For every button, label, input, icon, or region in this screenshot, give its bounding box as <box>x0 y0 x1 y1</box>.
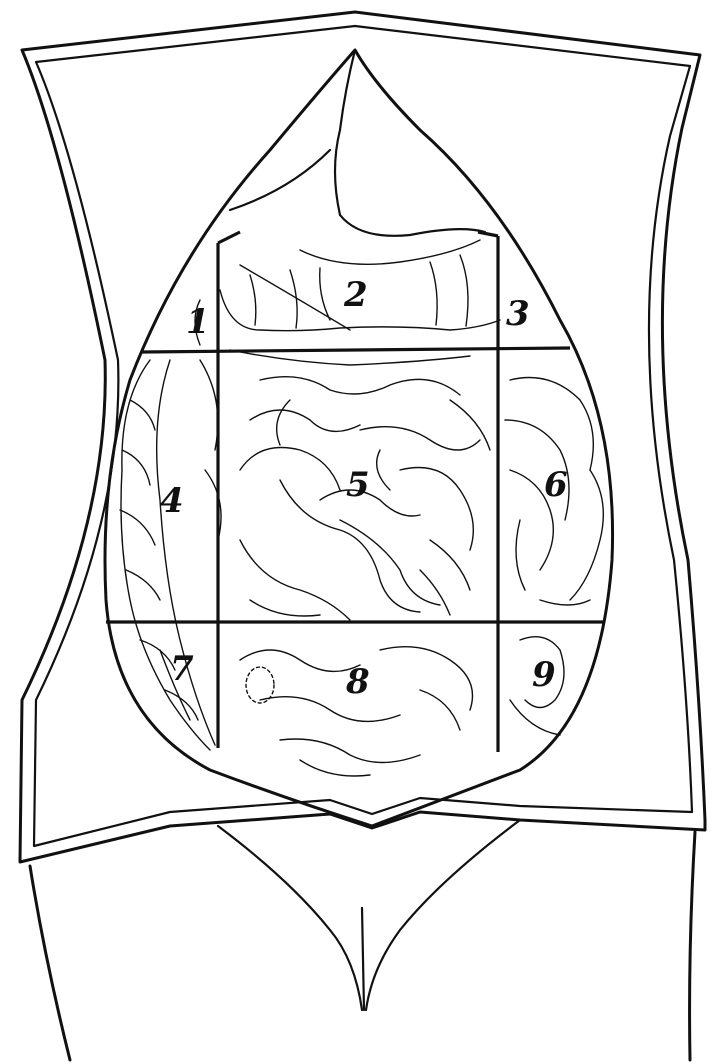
region-label-2: 2 <box>343 275 368 315</box>
region-label-1: 1 <box>186 302 210 342</box>
region-label-6: 6 <box>544 465 568 505</box>
upper-horizontal-line <box>142 348 570 352</box>
region-label-8: 8 <box>345 662 370 702</box>
liver-stomach-area <box>195 50 500 365</box>
lower-intestine <box>160 637 564 776</box>
region-label-7: 7 <box>170 649 194 689</box>
torso-outline <box>30 820 695 1060</box>
abdominal-cavity-outline <box>105 50 613 826</box>
region-labels: 1 2 3 4 5 6 7 8 9 <box>160 275 568 702</box>
region-label-4: 4 <box>160 481 184 521</box>
ascending-colon <box>120 360 221 750</box>
region-label-3: 3 <box>506 294 530 334</box>
region-label-9: 9 <box>532 655 556 695</box>
region-label-5: 5 <box>346 465 370 505</box>
